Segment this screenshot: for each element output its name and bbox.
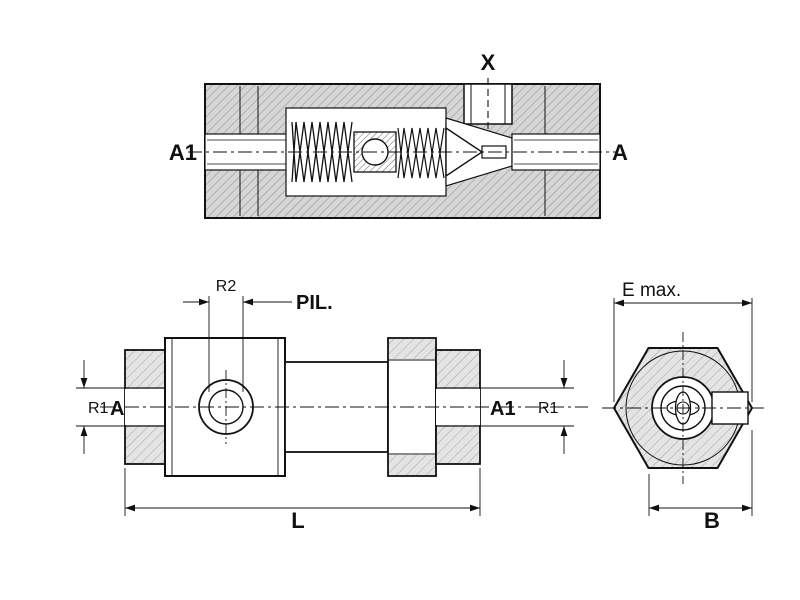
label-port-a-side: A [110,398,124,420]
label-port-a1-side: A1 [490,398,516,420]
check-spring [291,121,353,183]
dim-r1-left: R1 A [76,360,127,454]
label-dim-r1-right: R1 [538,400,559,417]
label-pilot: PIL. [296,292,333,314]
dim-e-max: E max. [613,280,753,402]
hex-nut-facet [389,339,435,359]
pilot-spring [397,127,445,179]
label-dim-r1-left: R1 [88,400,109,417]
dim-arrow [560,426,568,436]
label-dim-b: B [704,508,720,533]
pilot-spring [397,127,445,179]
dim-arrow [742,299,752,307]
label-pilot-x: X [481,50,496,75]
dim-r1-right: A1 R1 [478,360,574,454]
check-spring [291,121,353,183]
dim-arrow [649,504,659,512]
side-view: R2 PIL. R1 A A1 [76,278,588,533]
label-port-a1-section: A1 [169,140,197,165]
dim-b: B [648,430,753,533]
label-dim-e-max: E max. [622,280,681,301]
end-view: E max. B [602,280,764,533]
label-port-a-section: A [612,140,628,165]
dim-arrow [80,378,88,388]
dim-arrow [560,378,568,388]
hex-nut-facet [389,455,435,475]
dim-arrow [243,298,253,306]
dim-r2: R2 PIL. [183,278,333,392]
dim-arrow [199,298,209,306]
dim-arrow [80,426,88,436]
dim-arrow [125,504,135,512]
section-view: A1 A X [169,50,628,219]
dim-arrow [742,504,752,512]
dim-length: L [124,468,481,533]
label-dim-r2: R2 [216,278,237,295]
label-dim-length: L [291,508,304,533]
dim-arrow [470,504,480,512]
dim-arrow [614,299,624,307]
